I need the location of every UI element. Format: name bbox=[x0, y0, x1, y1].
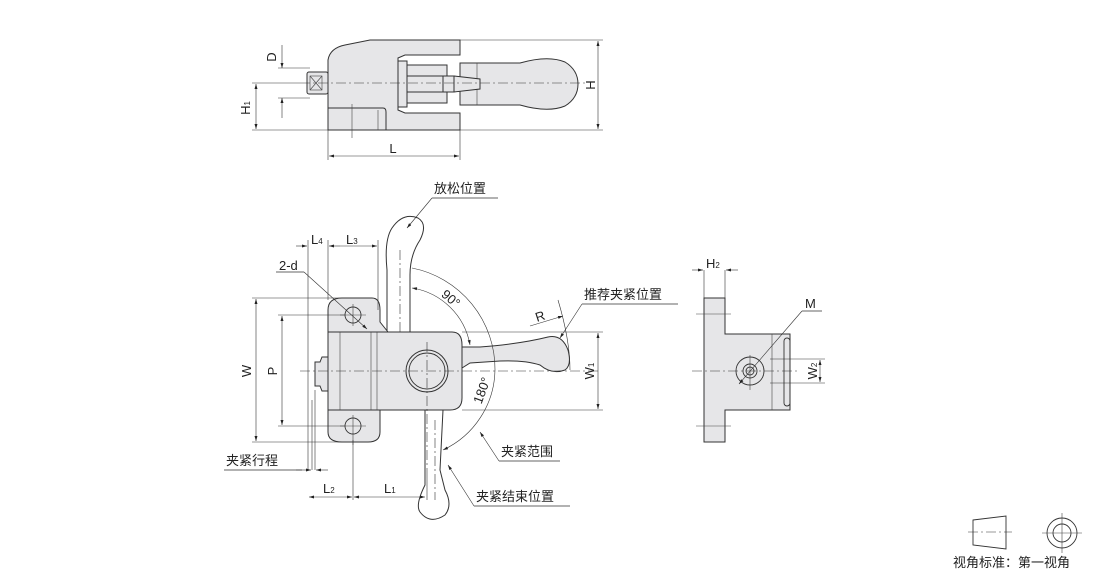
callout-release-position: 放松位置 bbox=[434, 182, 486, 197]
dim-L2: L2 bbox=[323, 481, 335, 496]
handle-release-position bbox=[385, 215, 424, 333]
callout-clamp-stroke: 夹紧行程 bbox=[226, 454, 278, 469]
callout-clamp-range: 夹紧范围 bbox=[501, 445, 553, 460]
dim-W2: W2 bbox=[805, 362, 820, 379]
dim-P: P bbox=[265, 367, 280, 376]
top-washer bbox=[397, 60, 408, 108]
dim-L3: L3 bbox=[346, 232, 358, 247]
dim-L: L bbox=[389, 141, 396, 156]
dim-M: M bbox=[805, 296, 816, 311]
callout-recommended-clamp-position: 推荐夹紧位置 bbox=[584, 288, 662, 303]
handle-end-position bbox=[417, 409, 450, 520]
dim-L1: L1 bbox=[384, 481, 396, 496]
dim-angle-180: 180° bbox=[470, 375, 493, 405]
dim-angle-90: 90° bbox=[439, 286, 464, 310]
dim-H2: H2 bbox=[706, 256, 720, 271]
dim-D: D bbox=[264, 52, 279, 61]
handle-clamp-position bbox=[461, 336, 570, 373]
front-view: 90° 180° R W1 W P L4 L3 2-d bbox=[224, 182, 678, 520]
dim-W: W bbox=[239, 364, 254, 377]
top-lower-block bbox=[327, 107, 387, 131]
dim-H1: H1 bbox=[238, 101, 253, 115]
top-handle bbox=[459, 58, 579, 110]
callout-clamp-end-position: 夹紧结束位置 bbox=[476, 490, 554, 505]
dim-R: R bbox=[533, 308, 547, 325]
side-view: H2 M W2 bbox=[692, 256, 825, 443]
dim-H: H bbox=[583, 80, 598, 89]
truncated-cone-icon bbox=[972, 515, 1007, 550]
dim-W1: W1 bbox=[582, 362, 597, 379]
projection-label: 视角标准：第一视角 bbox=[953, 556, 1070, 571]
projection-symbol: 视角标准：第一视角 bbox=[953, 513, 1082, 571]
dim-L4: L4 bbox=[311, 232, 323, 247]
dim-hole-2-d: 2-d bbox=[279, 258, 298, 273]
top-view: D H1 H L bbox=[238, 39, 603, 160]
side-body bbox=[703, 297, 791, 443]
